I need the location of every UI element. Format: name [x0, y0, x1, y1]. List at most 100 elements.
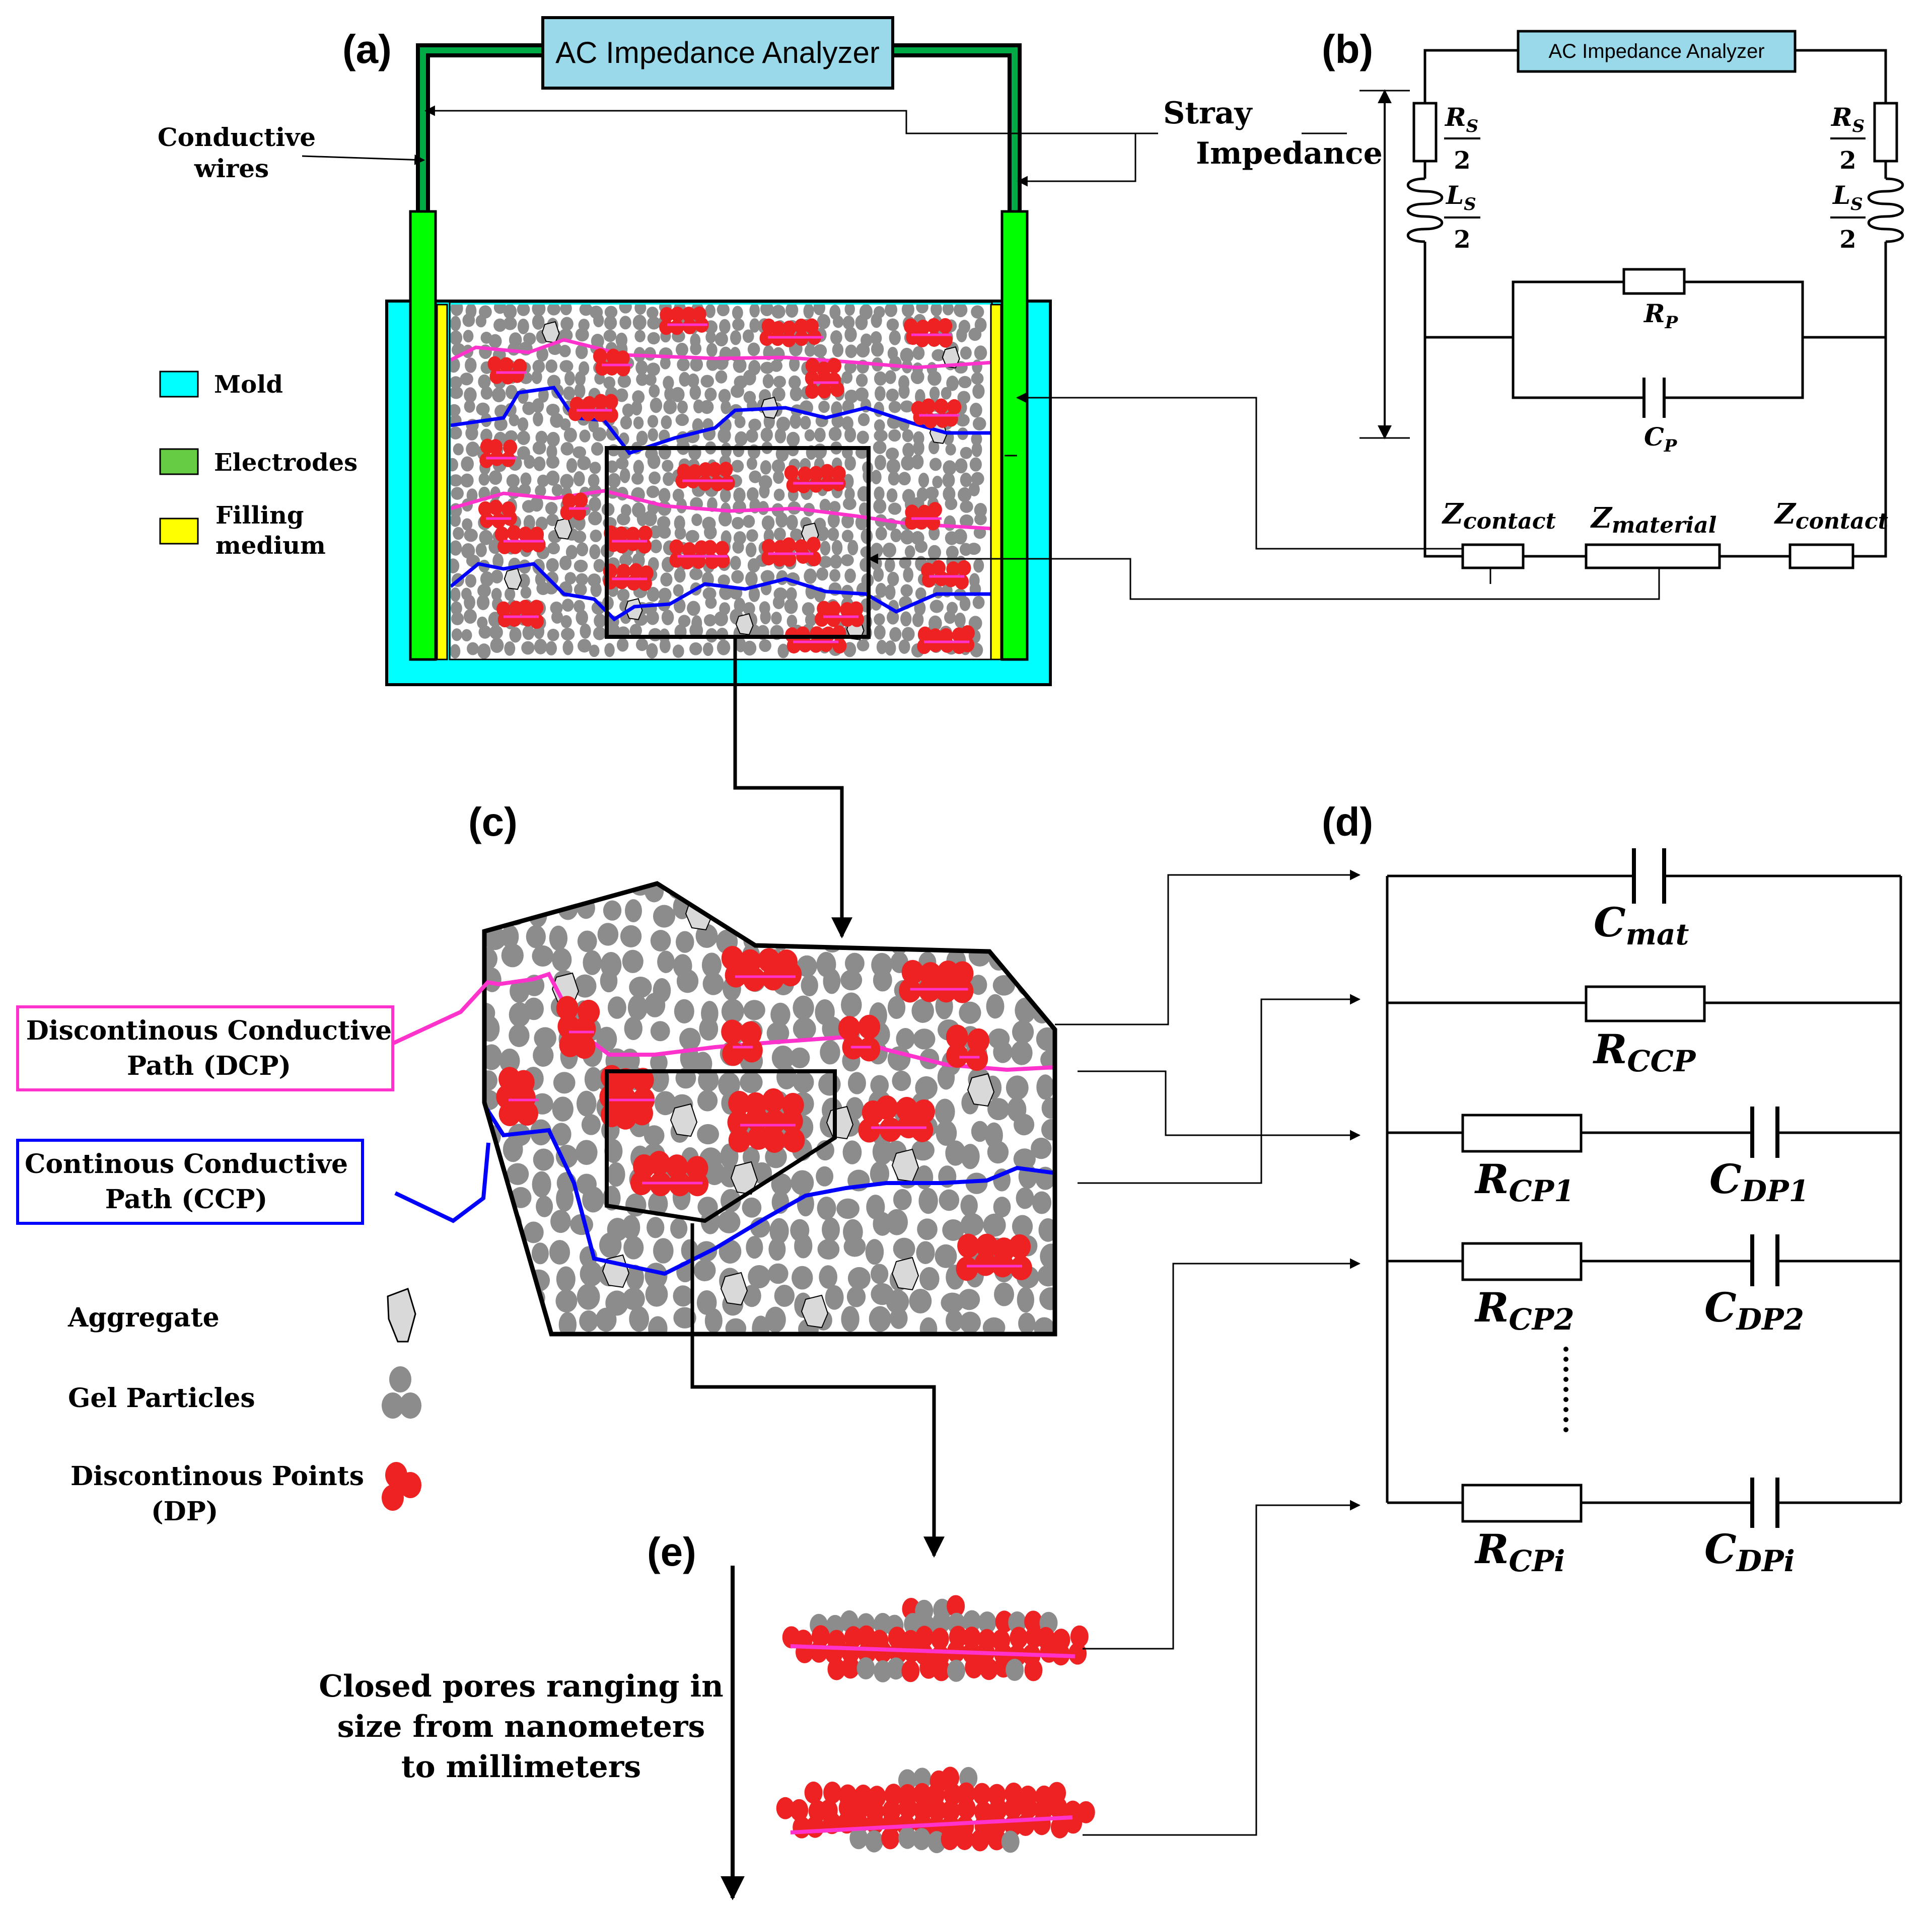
gel-particle	[987, 1141, 1009, 1164]
gel-particle	[870, 331, 882, 345]
discontinuous-point	[574, 1016, 596, 1041]
gel-particle	[451, 601, 462, 616]
gel-particle	[871, 470, 882, 485]
gel-particle	[530, 496, 543, 512]
label-rcp1: RCP1	[1474, 1155, 1575, 1208]
gel-particle	[749, 318, 760, 333]
discontinuous-point	[626, 536, 640, 551]
gel-particle	[499, 1048, 520, 1073]
zoom-arrow-a-to-c	[733, 637, 852, 939]
gel-particle	[743, 514, 755, 528]
gel-particle	[670, 1218, 688, 1239]
label-rs-left-den: 2	[1454, 146, 1470, 175]
gel-particle	[578, 639, 592, 653]
conductive-wires-label-2: wires	[194, 154, 269, 183]
discontinuous-point	[974, 1252, 997, 1276]
gel-particle	[704, 387, 717, 401]
gel-particle	[687, 373, 699, 388]
gel-particle	[1036, 1074, 1054, 1100]
gel-particle	[484, 1309, 494, 1333]
discontinuous-point	[955, 1828, 974, 1851]
gel-particle	[874, 486, 885, 501]
gel-particle	[475, 543, 487, 557]
gel-particle	[886, 459, 900, 474]
discontinuous-point	[979, 1658, 998, 1680]
discontinuous-point	[938, 332, 953, 348]
gel-particle	[955, 458, 968, 474]
gel-particle	[874, 613, 885, 626]
discontinuous-point	[499, 357, 514, 373]
discontinuous-point	[614, 1086, 636, 1111]
gel-particle	[815, 526, 829, 541]
gel-particle	[596, 1026, 617, 1052]
gel-particle	[627, 995, 648, 1021]
gel-particle	[690, 357, 703, 372]
discontinuous-point	[510, 367, 525, 383]
gel-particle	[677, 400, 688, 414]
panel-label-d: (d)	[1322, 799, 1373, 844]
gel-particle	[790, 386, 803, 401]
discontinuous-point	[806, 1815, 824, 1838]
gel-particle	[594, 613, 606, 628]
discontinuous-point	[507, 611, 522, 627]
discontinuous-point	[680, 554, 694, 570]
discontinuous-point	[631, 1068, 654, 1092]
discontinuous-point	[479, 512, 494, 528]
gel-particle	[760, 609, 771, 625]
gel-particle	[960, 346, 972, 360]
discontinuous-point	[957, 1233, 980, 1258]
ccp-label-2: Path (CCP)	[105, 1184, 267, 1215]
discontinuous-point	[876, 1095, 898, 1120]
gel-particle	[536, 1196, 553, 1217]
gel-particle	[873, 498, 887, 514]
gel-particle	[889, 330, 901, 345]
gel-particle	[817, 314, 831, 329]
gel-particle	[929, 600, 944, 613]
discontinuous-point	[715, 541, 730, 557]
discontinuous-point	[932, 1659, 951, 1681]
gel-particle	[556, 1186, 574, 1212]
gel-particle	[658, 587, 672, 602]
gel-particle	[603, 329, 617, 342]
gel-particle	[575, 344, 588, 359]
gel-particle	[493, 305, 507, 314]
gel-particle	[647, 307, 659, 319]
gel-particle	[730, 556, 741, 570]
gel-particle	[644, 993, 666, 1017]
gel-particle	[845, 1097, 864, 1120]
gel-particle	[942, 1219, 964, 1241]
discontinuous-point	[488, 499, 503, 516]
discontinuous-point	[670, 306, 685, 322]
gel-particle	[462, 518, 473, 531]
gel-particle	[841, 416, 853, 430]
discontinuous-point	[899, 978, 921, 1003]
gel-particle	[451, 644, 461, 659]
gel-particle	[874, 429, 888, 442]
gel-particle	[797, 955, 817, 977]
gel-particle	[804, 429, 815, 442]
discontinuous-point	[728, 1128, 751, 1153]
gel-particle	[703, 614, 717, 627]
gel-particle	[793, 1017, 816, 1041]
gel-particle	[872, 1138, 893, 1165]
gel-particle	[556, 1266, 576, 1292]
discontinuous-point	[901, 960, 924, 985]
gel-particle	[463, 609, 477, 624]
dcp-path-a1	[451, 338, 992, 370]
gel-particle	[942, 472, 955, 488]
gel-particle	[551, 1123, 571, 1146]
gel-particle	[885, 305, 898, 317]
gel-particle	[451, 540, 462, 556]
gel-particle	[875, 386, 886, 401]
legend-dp-label-1: Discontinous Points	[70, 1461, 364, 1492]
gel-particle	[676, 931, 694, 953]
gel-particle	[771, 459, 785, 473]
gel-particle	[590, 582, 602, 598]
gel-particle	[874, 371, 887, 386]
gel-particle	[662, 460, 674, 472]
discontinuous-point	[487, 356, 502, 372]
gel-particle	[575, 371, 586, 387]
gel-particle	[465, 574, 477, 588]
gel-particle	[785, 587, 797, 602]
gel-particle	[702, 642, 713, 656]
